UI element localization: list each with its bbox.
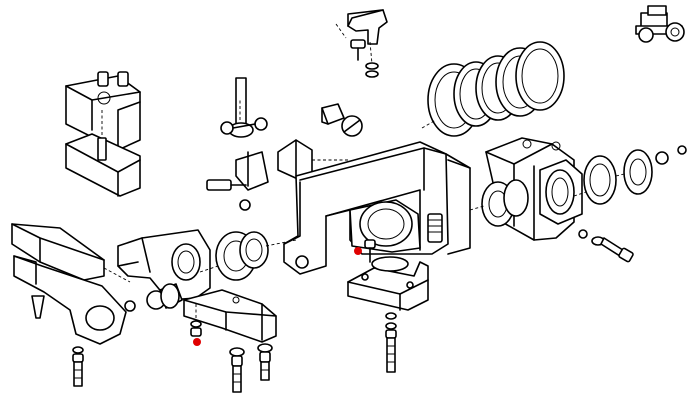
- red-marker-1: [354, 247, 362, 255]
- top-bracket-bolt: [350, 39, 379, 78]
- tractor-icon: [635, 5, 685, 43]
- right-bolt: [578, 229, 634, 263]
- shaft-bushings: [469, 145, 687, 227]
- top-bracket: [335, 9, 388, 45]
- spring-rings: [427, 41, 565, 137]
- mounting-foot: [347, 256, 429, 311]
- left-bearing-bracket: [117, 229, 211, 301]
- lower-bolts: [190, 320, 273, 393]
- red-marker-2: [193, 338, 201, 346]
- main-frame: [283, 141, 471, 275]
- pivot-bolt-assembly: [206, 77, 269, 211]
- assembly-lines: [103, 100, 587, 318]
- lower-mount: [183, 289, 277, 343]
- left-arm: [11, 223, 127, 345]
- bearing-rings: [215, 231, 309, 281]
- foot-bolt: [364, 239, 397, 373]
- left-lower-bolt: [72, 346, 84, 387]
- bushing-pin: [124, 283, 183, 312]
- pin-block: [321, 103, 363, 137]
- left-clamp-block: [65, 71, 141, 197]
